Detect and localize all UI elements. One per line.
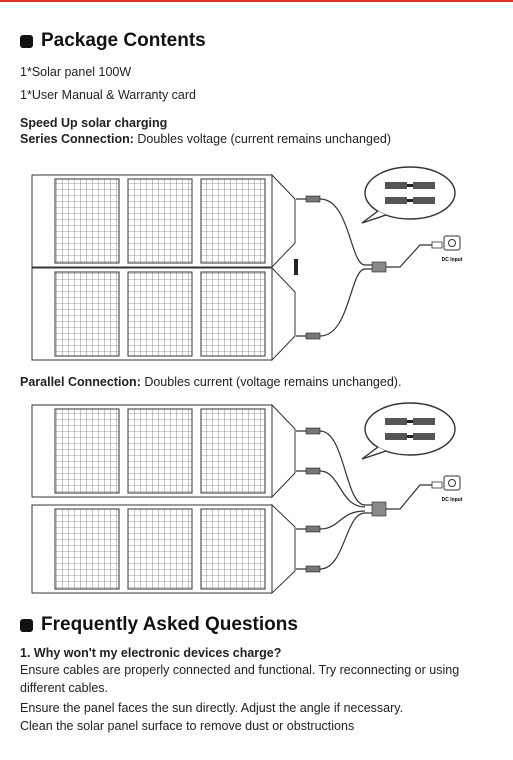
series-connection-line: Series Connection: Doubles voltage (curr… (20, 131, 391, 147)
top-accent-rule (0, 0, 513, 2)
faq-answer-2: Ensure the panel faces the sun directly.… (20, 701, 404, 715)
package-contents-heading: Package Contents (20, 30, 206, 52)
package-item-1: 1*Solar panel 100W (20, 65, 132, 79)
connector-detail-bubble-parallel (361, 402, 456, 460)
series-connection-text: Doubles voltage (current remains unchang… (133, 132, 392, 146)
speedup-title: Speed Up solar charging (20, 116, 168, 130)
connector-detail-bubble (361, 166, 456, 224)
square-bullet-icon (20, 34, 33, 48)
square-bullet-icon (20, 618, 33, 632)
series-connection-label: Series Connection: (20, 132, 134, 146)
faq-title: Frequently Asked Questions (41, 614, 298, 635)
solar-panel-row-bottom (31, 266, 296, 362)
dc-input-label-parallel: DC Input (442, 497, 463, 503)
dc-input-label-series: DC Input (442, 257, 463, 263)
dc-input-port-icon (443, 235, 461, 251)
faq-answer-1-cont: different cables. (20, 681, 109, 695)
parallel-connection-label: Parallel Connection: (20, 375, 141, 389)
faq-question-1: 1. Why won't my electronic devices charg… (20, 646, 282, 660)
branch-connector (371, 501, 387, 517)
faq-answer-3: Clean the solar panel surface to remove … (20, 719, 355, 733)
parallel-connection-text: Doubles current (voltage remains unchang… (140, 375, 402, 389)
package-contents-title: Package Contents (41, 30, 206, 51)
solar-panel-row-top-parallel (31, 403, 296, 499)
solar-panel-row-bottom-parallel (31, 503, 296, 595)
parallel-connection-diagram: DC Input (31, 402, 463, 595)
series-connection-diagram: DC Input (31, 166, 463, 362)
dc-input-port-icon-parallel (443, 475, 461, 491)
cable-connector (371, 261, 387, 273)
parallel-connection-line: Parallel Connection: Doubles current (vo… (20, 374, 401, 390)
series-link-connector (294, 259, 298, 275)
package-item-2: 1*User Manual & Warranty card (20, 88, 196, 102)
faq-heading: Frequently Asked Questions (20, 614, 298, 636)
solar-panel-row-top (31, 173, 296, 269)
faq-answer-1: Ensure cables are properly connected and… (20, 663, 460, 677)
